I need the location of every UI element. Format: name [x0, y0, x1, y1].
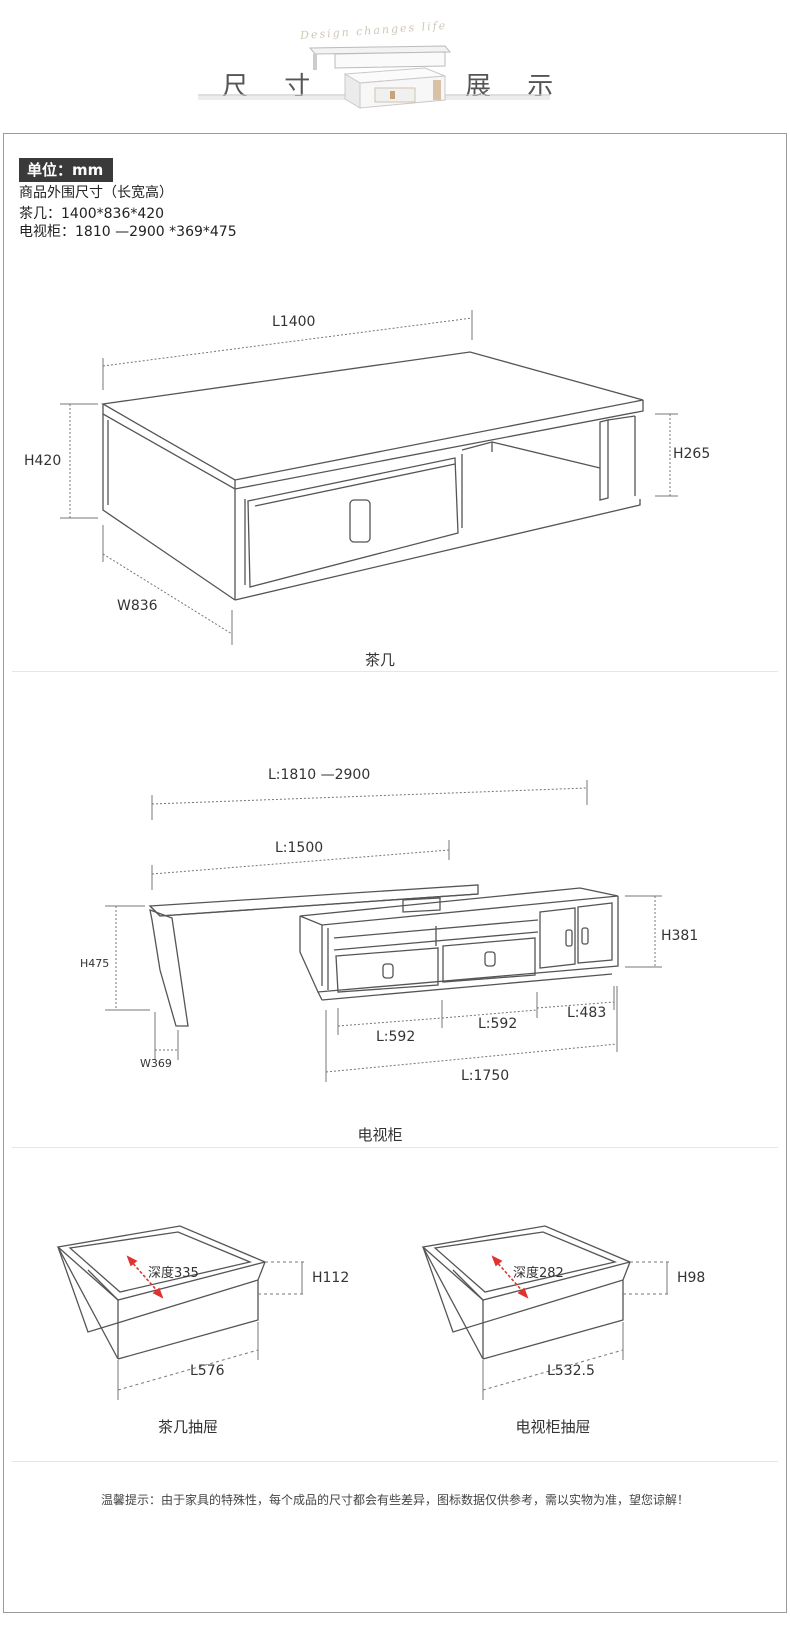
tea-width-label: W836 — [117, 598, 158, 614]
outer-size-label: 商品外围尺寸（长宽高） — [19, 185, 173, 201]
header-tea-table-thumbnail — [343, 67, 446, 109]
separator — [12, 1461, 778, 1462]
tea-table-caption: 茶几 — [364, 651, 395, 669]
tea-depth-arrow — [126, 1255, 164, 1299]
tea-drawer-height-label: H112 — [312, 1270, 349, 1286]
separator — [12, 1147, 778, 1148]
tea-drawer-caption: 茶几抽屉 — [157, 1418, 218, 1436]
tv-drawer-drawing: 深度282 H98 L532.5 — [421, 1225, 705, 1400]
tea-table-top — [101, 351, 644, 481]
tv-width-label: W369 — [140, 1057, 172, 1070]
tv-cabinet-caption: 电视柜 — [357, 1126, 403, 1144]
tea-drawer-length-label: L576 — [190, 1363, 225, 1379]
tv-cabinet-size: 电视柜：1810 —2900 *369*475 — [19, 224, 237, 240]
warm-tip-note: 温馨提示：由于家具的特殊性，每个成品的尺寸都会有些差异，图标数据仅供参考，需以实… — [100, 1493, 689, 1507]
tea-table-size: 茶几：1400*836*420 — [19, 206, 165, 222]
tv-seg3-label: L:483 — [567, 1005, 606, 1021]
tv-seg2-label: L:592 — [478, 1016, 517, 1032]
tea-drawer-top — [56, 1225, 268, 1301]
tea-inner-height-label: H265 — [673, 446, 710, 462]
tv-length-range-label: L:1810 —2900 — [268, 767, 370, 783]
tv-drawer-caption: 电视柜抽屉 — [515, 1418, 591, 1436]
tv-drawer-top — [421, 1225, 633, 1301]
tv-cabinet-door-left — [539, 907, 576, 969]
tv-depth-arrow — [491, 1255, 529, 1299]
tea-drawer-drawing: 深度335 H112 L576 — [56, 1225, 349, 1400]
tea-table-drawer — [247, 457, 459, 588]
tea-length-label: L1400 — [272, 314, 315, 330]
tv-drawer-right — [442, 937, 536, 983]
tv-cabinet-door-right — [577, 902, 613, 964]
tv-drawer-left — [335, 947, 439, 993]
tea-height-label: H420 — [24, 453, 61, 469]
tea-table-drawer-handle — [349, 499, 371, 543]
tea-drawer-depth-label: 深度335 — [148, 1265, 199, 1281]
tv-seg1-label: L:592 — [376, 1029, 415, 1045]
tv-length-top-label: L:1500 — [275, 840, 323, 856]
tea-table-drawing: L1400 H420 H265 W836 — [24, 310, 710, 645]
tv-cabinet-height-label: H381 — [661, 928, 698, 944]
tv-base-length-label: L:1750 — [461, 1068, 509, 1084]
separator — [12, 671, 778, 672]
tv-extension-plank — [148, 884, 479, 917]
tv-drawer-depth-label: 深度282 — [513, 1265, 564, 1281]
tv-cabinet-drawing: L:1810 —2900 L:1500 H475 H381 W369 L:592… — [80, 767, 698, 1084]
header-tv-thumbnail — [308, 45, 452, 70]
header-product-graphic — [198, 45, 550, 109]
unit-badge: 单位：mm — [19, 158, 114, 182]
content-frame — [3, 133, 787, 1613]
tv-drawer-length-label: L532.5 — [547, 1363, 595, 1379]
tv-drawer-height-label: H98 — [677, 1270, 705, 1286]
tv-height-label: H475 — [80, 957, 109, 970]
